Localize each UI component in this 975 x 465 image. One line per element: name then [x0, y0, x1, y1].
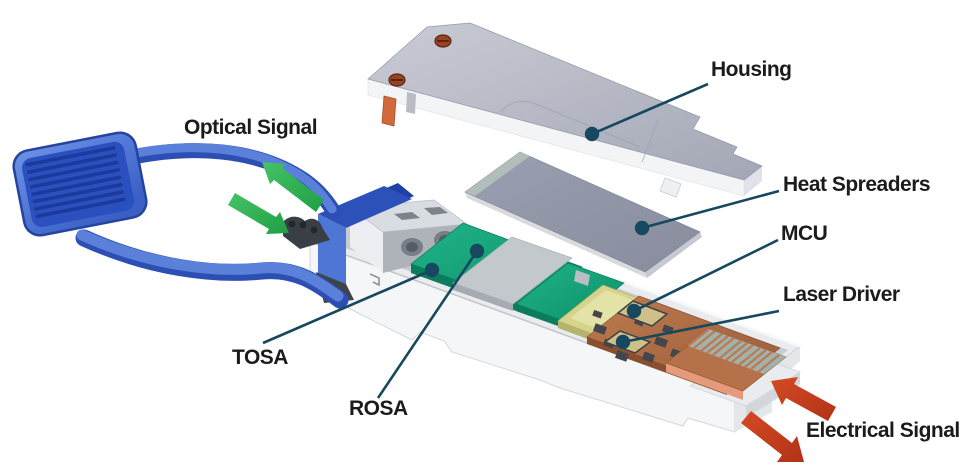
laser-driver-leader-line [622, 309, 780, 344]
osa-lid [452, 236, 573, 311]
edge-connector [665, 328, 787, 400]
housing-pin-orange [381, 95, 397, 127]
edge-connector-face [666, 363, 743, 400]
heat-spreaders-leader-dot [634, 220, 650, 236]
receptacle-top-slot-1 [394, 212, 420, 220]
label-rosa: ROSA [349, 397, 408, 420]
mcu-leader-dot [626, 303, 642, 319]
housing-end-face [744, 166, 762, 196]
label-heat-spreaders: Heat Spreaders [783, 173, 931, 196]
gold-fingers [687, 328, 780, 373]
receptacle-top-slot-2 [424, 207, 448, 215]
flex-stripe [570, 290, 640, 331]
housing-leader-line [591, 82, 709, 136]
leader-dots [424, 126, 650, 350]
receptacle-bore-1-inner [406, 242, 418, 252]
heat-spreaders-leader-line [641, 189, 780, 230]
tosa-leader-dot [424, 262, 440, 278]
electrical-arrow-in [771, 377, 836, 421]
osa-lid-top [452, 236, 573, 305]
receptacle-block [349, 199, 476, 273]
label-mcu: MCU [781, 222, 828, 245]
housing-part [367, 22, 763, 198]
heat-spreader-part [464, 151, 702, 278]
latch-arms [75, 143, 349, 309]
latch-arm-lower [76, 229, 344, 302]
laser-driver-leader-dot [615, 334, 631, 350]
housing-tab [659, 177, 682, 198]
housing-seam-2 [641, 119, 659, 163]
rosa-leader-dot [469, 243, 485, 259]
rosa-top [515, 262, 625, 325]
optical-arrow-out [262, 162, 324, 212]
mcu-leader-line [633, 238, 779, 313]
osa-lid-edge [453, 283, 513, 311]
latch-arm-upper [121, 143, 337, 214]
label-optical-signal: Optical Signal [184, 116, 318, 139]
pad-ribs [25, 146, 126, 219]
chassis-slot-mark [369, 273, 380, 287]
label-electrical-signal: Electrical Signal [806, 419, 960, 442]
optical-arrow-in [228, 193, 289, 234]
electrical-signal-arrows [741, 377, 836, 462]
latch-handle-pad [12, 131, 148, 237]
optical-signal-arrows [228, 162, 324, 234]
serration-bump-1 [288, 220, 296, 228]
label-laser-driver: Laser Driver [783, 283, 900, 306]
tosa-leader-line [262, 268, 433, 345]
serration-bump-2 [299, 221, 307, 229]
housing-top-face [367, 22, 763, 181]
housing-leader-dot [584, 126, 600, 142]
leader-lines [262, 82, 780, 399]
rosa-leader-line [376, 250, 479, 399]
heat-spreader-top [464, 151, 701, 273]
heat-spreader-green-strip [465, 152, 530, 196]
heat-spreader-edge [465, 192, 647, 278]
electrical-arrow-out [741, 411, 804, 462]
standoff-clip [574, 270, 590, 286]
housing-seam [499, 100, 641, 148]
latch-collar [283, 183, 414, 303]
collar-top [318, 186, 412, 228]
heat-spreader-end [645, 232, 702, 278]
receptacle-left-face [350, 207, 383, 273]
label-housing: Housing [711, 58, 792, 81]
housing-pin-gray [406, 92, 416, 114]
label-tosa: TOSA [232, 346, 288, 369]
serration-bump-3 [310, 226, 318, 234]
